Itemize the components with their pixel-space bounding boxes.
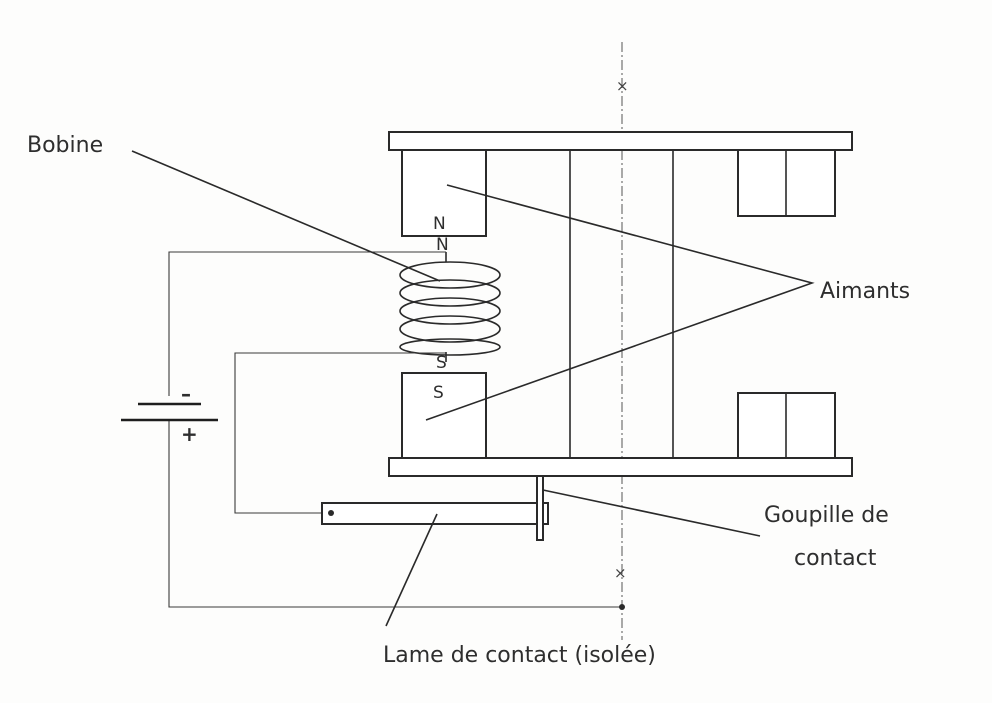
pole-upper-coil: N <box>436 235 449 255</box>
axis-mark-bottom: × <box>614 564 627 582</box>
junction-dot <box>619 604 625 610</box>
contact-pin <box>536 475 544 541</box>
top-plate <box>388 131 853 151</box>
wire-coil-to-blade <box>234 352 446 514</box>
coil <box>399 252 501 362</box>
axis-mark-top: × <box>616 77 629 95</box>
pole-upper-magnet: N <box>433 214 446 234</box>
label-magnets: Aimants <box>820 279 910 304</box>
blade-terminal <box>328 510 334 516</box>
leader-blade <box>385 513 438 627</box>
leader-pin <box>542 489 761 537</box>
label-blade: Lame de contact (isolée) <box>383 643 656 668</box>
pole-lower-magnet: S <box>433 383 444 403</box>
wire-battery-to-axis <box>168 421 622 608</box>
label-pin-line2: contact <box>794 546 877 571</box>
contact-blade <box>321 502 539 525</box>
label-pin-line1: Goupille de <box>764 503 889 528</box>
lower-left-magnet <box>401 372 487 459</box>
pole-lower-coil: S <box>436 353 447 373</box>
label-coil: Bobine <box>27 133 103 158</box>
leader-coil <box>131 150 441 282</box>
upper-left-magnet <box>401 149 487 237</box>
bottom-plate <box>388 457 853 477</box>
battery-positive-sign: + <box>181 422 198 446</box>
battery-negative-sign: – <box>181 382 191 406</box>
leader-magnets <box>425 184 815 421</box>
wire-coil-to-battery <box>168 251 446 396</box>
